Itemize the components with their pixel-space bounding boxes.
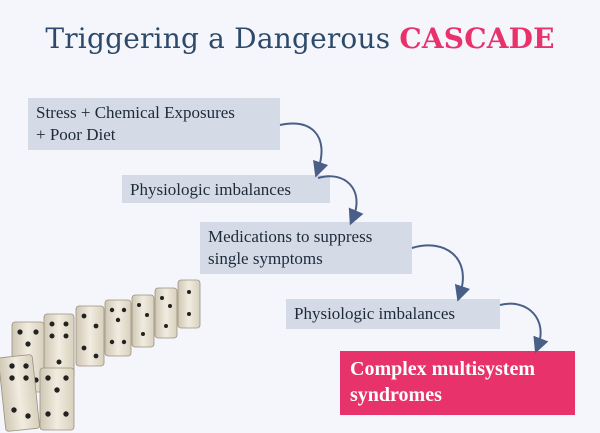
domino-back-row: [76, 280, 200, 366]
arrow-3: [412, 245, 463, 294]
arrow-1: [280, 123, 322, 170]
arrow-2: [318, 176, 357, 218]
arrow-4: [500, 304, 541, 346]
dominoes-image: [0, 270, 235, 433]
domino-front-row: [0, 314, 74, 432]
